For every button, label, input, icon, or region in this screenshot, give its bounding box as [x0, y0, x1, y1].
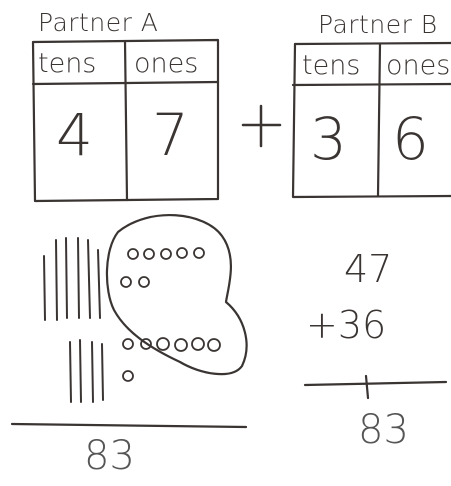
tens-sticks-top — [44, 238, 100, 320]
partner-a-tens-header: tens — [38, 50, 96, 77]
partner-b-ones-header: ones — [386, 52, 450, 79]
partner-b-ones-digit: 6 — [392, 110, 429, 168]
partner-b-tens-header: tens — [302, 52, 360, 79]
model-result-line — [12, 424, 246, 427]
plus-sign — [243, 106, 280, 146]
model-result: 83 — [84, 436, 135, 476]
addend-top: 47 — [344, 250, 392, 288]
partner-a-ones-digit: 7 — [152, 106, 189, 164]
vertical-result: 83 — [358, 410, 409, 450]
addend-bottom: +36 — [306, 306, 386, 344]
partner-a-tens-digit: 4 — [56, 106, 93, 164]
ones-dots — [121, 248, 220, 381]
partner-b-tens-digit: 3 — [310, 110, 347, 168]
vertical-result-line — [305, 382, 446, 385]
partner-b-title: Partner B — [318, 12, 438, 37]
partner-a-ones-header: ones — [134, 50, 198, 77]
tens-sticks-bottom — [70, 340, 103, 402]
carry-tick — [366, 376, 368, 398]
partner-a-title: Partner A — [38, 10, 158, 35]
